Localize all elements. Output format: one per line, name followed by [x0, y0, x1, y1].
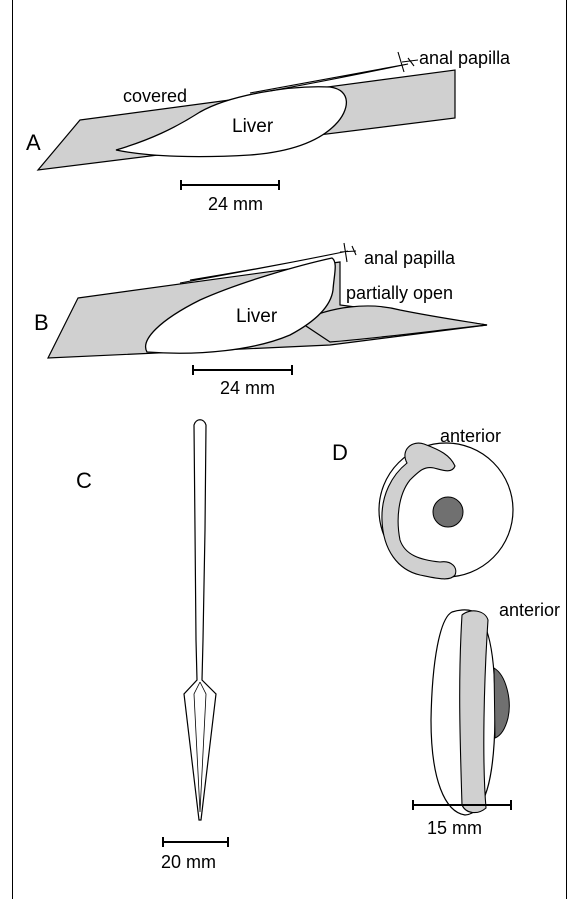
panel-a-papilla-label: anal papilla [419, 48, 511, 68]
panel-a-state-label: covered [123, 86, 187, 106]
panel-c-scale-label: 20 mm [161, 852, 216, 872]
panel-d-letter: D [332, 440, 348, 465]
panel-d-side-view-label: anterior [499, 600, 560, 620]
panel-b-liver-label: Liver [236, 306, 278, 327]
panel-a: A covered anal papilla Liver 24 mm [26, 48, 511, 214]
panel-c-letter: C [76, 468, 92, 493]
panel-a-scale-label: 24 mm [208, 194, 263, 214]
panel-b-scale-bar [193, 365, 292, 375]
panel-a-letter: A [26, 130, 41, 155]
panel-b-scale-label: 24 mm [220, 378, 275, 398]
panel-b-papilla-label: anal papilla [364, 248, 456, 268]
panel-d: D anterior anterior 15 mm [332, 426, 560, 838]
panel-b-state-label: partially open [346, 283, 453, 303]
panel-d-side-view-band [460, 611, 488, 813]
panel-d-top-view-spot [433, 497, 463, 527]
panel-d-scale-label: 15 mm [427, 818, 482, 838]
panel-a-liver-label: Liver [232, 116, 274, 137]
panel-a-scale-bar [181, 180, 279, 190]
panel-d-side-view-spot [494, 668, 509, 738]
panel-c-stylet [184, 420, 216, 820]
panel-c-scale-bar [163, 837, 228, 847]
panel-b-letter: B [34, 310, 49, 335]
panel-b: B partially open anal papilla Liver 24 m… [34, 243, 487, 398]
panel-d-top-view-label: anterior [440, 426, 501, 446]
panel-c: C 20 mm [76, 420, 228, 872]
